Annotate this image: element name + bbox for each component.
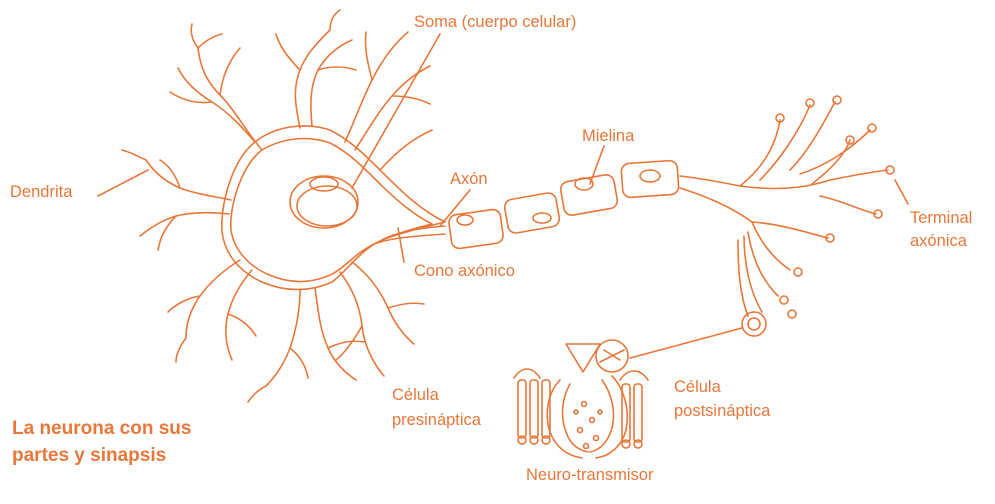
label-mielina: Mielina bbox=[582, 127, 635, 145]
leader-lines bbox=[97, 33, 909, 263]
label-presinaptica-line2: presináptica bbox=[392, 411, 481, 429]
label-terminal-axonica-line2: axónica bbox=[910, 232, 967, 250]
nucleus-shape bbox=[289, 175, 359, 229]
axon-terminals bbox=[737, 95, 895, 319]
label-dendrita: Dendrita bbox=[10, 183, 73, 201]
label-terminal-axonica-line1: Terminal bbox=[910, 209, 973, 227]
axon-hillock bbox=[373, 225, 446, 245]
label-postsinaptica-line2: postsináptica bbox=[674, 402, 771, 420]
label-soma: Soma (cuerpo celular) bbox=[414, 13, 577, 31]
soma-outline bbox=[220, 125, 446, 291]
diagram-title-line2: partes y sinapsis bbox=[12, 445, 167, 466]
diagram-title: La neurona con sus partes y sinapsis bbox=[12, 415, 191, 469]
axon-trunk bbox=[679, 175, 831, 223]
myelin-sheath bbox=[448, 159, 680, 250]
label-axon: Axón bbox=[450, 170, 488, 188]
dendrites bbox=[121, 9, 433, 403]
synapse-detail bbox=[513, 339, 649, 459]
label-postsinaptica-line1: Célula bbox=[674, 378, 721, 396]
label-neurotransmisor: Neuro-transmisor bbox=[526, 466, 654, 484]
label-presinaptica-line1: Célula bbox=[392, 386, 439, 404]
label-cono-axonico: Cono axónico bbox=[414, 262, 515, 280]
synapse-focus-circle bbox=[629, 311, 767, 359]
diagram-title-line1: La neurona con sus bbox=[12, 418, 192, 439]
